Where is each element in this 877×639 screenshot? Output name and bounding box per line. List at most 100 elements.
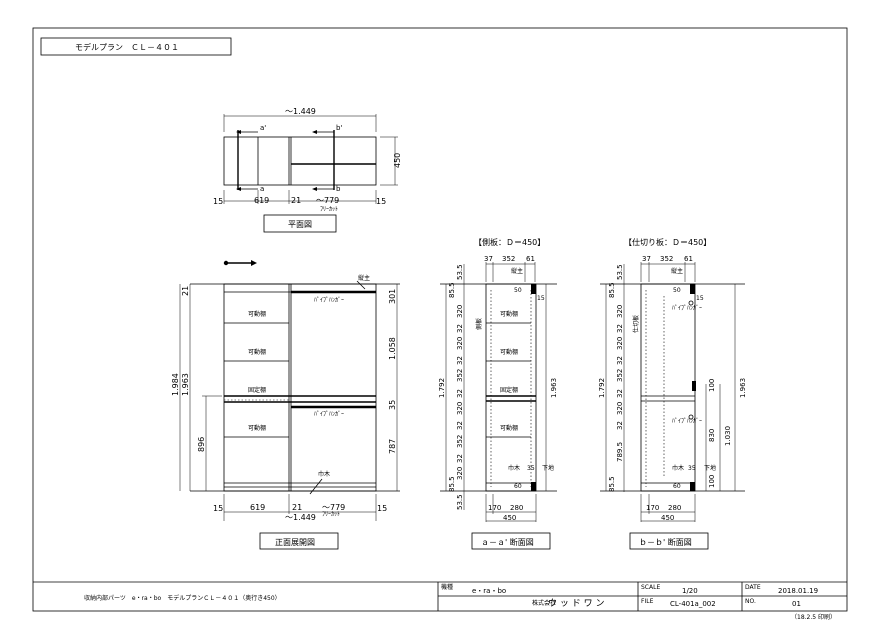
section-b-bottom-post xyxy=(690,482,695,491)
plan-a-prime: a' xyxy=(260,124,266,132)
plan-dim-21: 21 xyxy=(291,196,301,205)
front-movable-shelf-1: 可動棚 xyxy=(248,310,266,318)
section-b-v-352: 352 xyxy=(616,369,624,382)
section-b-post-top: 縦主 xyxy=(671,267,683,275)
section-a-d60: 60 xyxy=(514,483,522,490)
section-a-d50: 50 xyxy=(514,287,522,294)
front-height-total: 1.984 xyxy=(171,373,180,396)
section-a-caption: ａ－ａ' 断面図 xyxy=(481,537,534,547)
section-a-d450: 450 xyxy=(503,514,516,522)
section-a-bottom-post xyxy=(531,482,536,491)
section-a-dim-352: 352 xyxy=(502,255,515,263)
section-b-v-32d: 32 xyxy=(616,421,624,430)
title-block-scale: 1/20 xyxy=(682,587,698,595)
title-block-file: CL-401a_002 xyxy=(670,600,716,608)
sheet-border xyxy=(32,27,848,612)
front-fixed-shelf: 固定棚 xyxy=(248,386,266,394)
plan-b-prime: b' xyxy=(336,124,342,132)
section-a-v-85b: 85.5 xyxy=(448,476,456,492)
section-a-d280: 280 xyxy=(510,504,523,512)
plan-dim-15-right: 15 xyxy=(376,197,386,206)
section-a-v-320d: 320 xyxy=(456,467,464,480)
front-height-35: 35 xyxy=(388,400,397,410)
section-b-height-830: 830 xyxy=(708,429,716,442)
section-b-pipe-hanger-mid: ﾊﾟｲﾌﾟﾊﾝｶﾞｰ xyxy=(672,418,702,425)
section-b-d60: 60 xyxy=(673,483,681,490)
section-b-height-100a: 100 xyxy=(708,379,716,392)
front-pipe-hanger-mid: ﾊﾟｲﾌﾟﾊﾝｶﾞｰ xyxy=(314,411,344,418)
section-a-v-85a: 85.5 xyxy=(448,282,456,298)
section-a-height-right: 1.963 xyxy=(550,378,558,398)
section-a-dim-37: 37 xyxy=(484,255,493,263)
section-a-shelf-3: 可動棚 xyxy=(500,424,518,432)
direction-arrow xyxy=(223,260,257,266)
plan-dim-619: 619 xyxy=(254,196,269,205)
plan-a: a xyxy=(260,185,264,193)
front-dim-619: 619 xyxy=(250,503,265,512)
section-b-height-right: 1.963 xyxy=(739,378,747,398)
section-a-v-32c: 32 xyxy=(456,389,464,398)
section-b-height-total: 1.792 xyxy=(598,378,606,398)
section-b-d450: 450 xyxy=(661,514,674,522)
section-b-pipe-hanger-top: ﾊﾟｲﾌﾟﾊﾝｶﾞｰ xyxy=(672,305,702,312)
title-block-date: 2018.01.19 xyxy=(778,587,818,595)
section-a-v-top: 53.5 xyxy=(456,264,464,280)
title-box xyxy=(40,37,232,56)
section-a-v-320a: 320 xyxy=(456,305,464,318)
title-block-company: ウ ッ ド ワ ン xyxy=(548,598,604,609)
front-height-896: 896 xyxy=(197,437,206,452)
front-cabinet xyxy=(223,283,377,492)
title-block: 収納内部パーツ e・ra・bo モデルプランＣＬ－４０１（奥行き450） 機種 … xyxy=(33,581,847,621)
section-b-dim-61: 61 xyxy=(684,255,693,263)
plan-dim-15-left: 15 xyxy=(213,197,223,206)
section-b-v-85a: 85.5 xyxy=(608,282,616,298)
section-a-plinth: 巾木 xyxy=(508,464,520,472)
section-b-top-post xyxy=(690,284,695,294)
section-a-v-32e: 32 xyxy=(456,454,464,463)
section-b-v-320a: 320 xyxy=(616,305,624,318)
section-a-v-32b: 32 xyxy=(456,356,464,365)
section-b-v-32c: 32 xyxy=(616,389,624,398)
section-b-v-789: 789.5 xyxy=(616,442,624,462)
title-block-revision: （18.2.5 印刷） xyxy=(791,613,836,621)
section-a-leg: 下地 xyxy=(542,464,554,472)
title-block-date-label: DATE xyxy=(745,584,761,591)
front-elevation: 縦主 ﾊﾟｲﾌﾟﾊﾝｶﾞｰ 可動棚 可動棚 固定棚 ﾊﾟｲﾌﾟﾊﾝｶﾞｰ 可動棚… xyxy=(171,274,400,550)
section-a-d170: 170 xyxy=(488,504,501,512)
section-b-d50: 50 xyxy=(673,287,681,294)
drawing-title: モデルプラン ＣＬ－４０１ xyxy=(75,42,179,52)
front-dim-779: ～779 xyxy=(322,503,345,512)
section-b: 【仕切り板：Ｄ＝450】 37 352 61 縦主 ﾊﾟｲﾌﾟﾊﾝｶﾞｰ ﾊﾟｲ… xyxy=(598,237,747,550)
section-b-dim-352: 352 xyxy=(660,255,673,263)
section-b-header: 【仕切り板：Ｄ＝450】 xyxy=(624,237,711,247)
section-a-header: 【側板：Ｄ＝450】 xyxy=(474,237,545,247)
section-b-d170: 170 xyxy=(646,504,659,512)
section-a-v-32d: 32 xyxy=(456,421,464,430)
front-dim-21: 21 xyxy=(292,503,302,512)
section-a-shelf-2: 可動棚 xyxy=(500,348,518,356)
section-b-d280: 280 xyxy=(668,504,681,512)
section-b-caption-box xyxy=(629,532,709,550)
front-height-301: 301 xyxy=(388,289,397,304)
front-post-top: 縦主 xyxy=(358,274,370,282)
front-caption-box xyxy=(259,532,339,550)
section-a-side-panel: 側板 xyxy=(475,318,483,330)
front-height-787: 787 xyxy=(388,439,397,454)
section-a-body xyxy=(485,283,537,492)
section-b-height-1030: 1.030 xyxy=(724,426,732,446)
title-block-no: 01 xyxy=(792,600,801,608)
plan-dim-779: ～779 xyxy=(316,196,339,205)
front-caption: 正面展開図 xyxy=(275,538,315,547)
section-b-v-32a: 32 xyxy=(616,324,624,333)
section-a-shelf-1: 可動棚 xyxy=(500,310,518,318)
section-a-v-bottom: 53.5 xyxy=(456,494,464,510)
section-b-dim-37: 37 xyxy=(642,255,651,263)
section-b-v-320c: 320 xyxy=(616,402,624,415)
front-height-21: 21 xyxy=(181,286,190,296)
title-block-series: e・ra・bo xyxy=(472,587,506,595)
title-block-no-label: NO. xyxy=(745,598,756,605)
section-a-post-top: 縦主 xyxy=(511,267,523,275)
title-block-company-label: 株式会社 xyxy=(532,599,556,607)
plan-view: ～1.449 a' a b' b 450 15 619 21 ～779 ﾌﾘｰｶ… xyxy=(213,107,402,233)
